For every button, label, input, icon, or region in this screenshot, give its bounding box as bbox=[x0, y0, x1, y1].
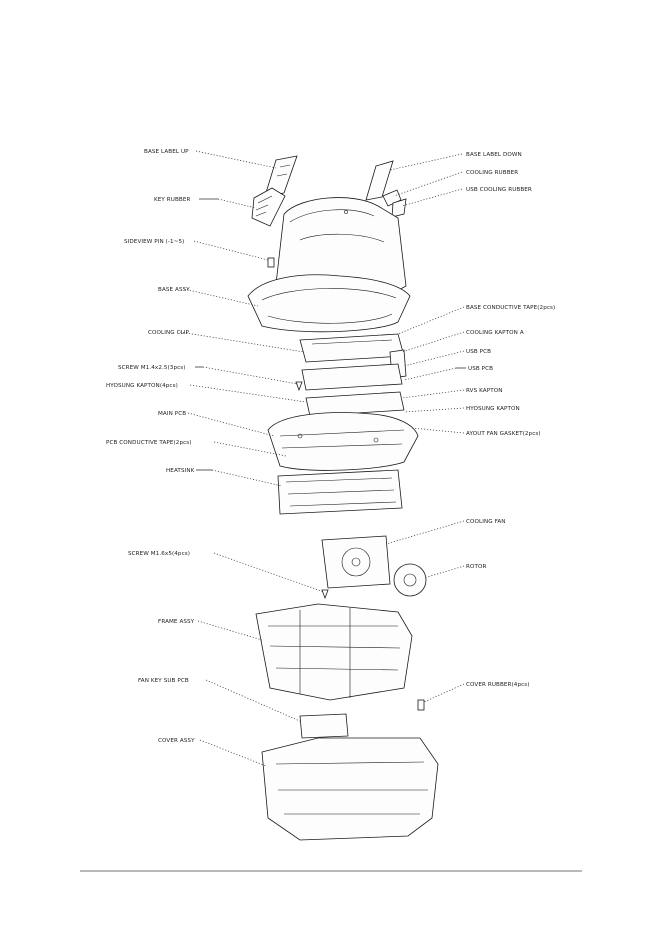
part-screw-m14 bbox=[295, 381, 303, 392]
label-base-conductive-tape: BASE CONDUCTIVE TAPE(2pcs) bbox=[466, 305, 555, 311]
label-cooling-fan: COOLING FAN bbox=[466, 519, 506, 525]
label-usb-cooling-rubber: USB COOLING RUBBER bbox=[466, 187, 532, 193]
label-sideview-pin: SIDEVIEW PIN (-1~5) bbox=[124, 239, 184, 245]
label-screw-m14: SCREW M1.4x2.5(3pcs) bbox=[118, 365, 186, 371]
label-pcb-conductive-tape: PCB CONDUCTIVE TAPE(2pcs) bbox=[106, 440, 192, 446]
part-heatsink bbox=[277, 469, 403, 515]
label-cooling-clip: COOLING CLIP bbox=[148, 330, 190, 336]
label-base-assy: BASE ASSY bbox=[158, 287, 190, 293]
part-base-label-down bbox=[365, 160, 394, 201]
label-frame-assy: FRAME ASSY bbox=[158, 619, 195, 625]
part-main-pcb bbox=[267, 412, 419, 471]
label-hyosung-kapton-left: HYOSUNG KAPTON(4pcs) bbox=[106, 383, 178, 389]
label-rvs-kapton: RVS KAPTON bbox=[466, 388, 503, 394]
label-cover-rubber: COVER RUBBER(4pcs) bbox=[466, 682, 530, 688]
label-ayout-fan-gasket: AYOUT FAN GASKET(2pcs) bbox=[466, 431, 541, 437]
label-cooling-rubber: COOLING RUBBER bbox=[466, 170, 518, 176]
part-cooling-fan bbox=[321, 535, 391, 589]
label-heatsink: HEATSINK bbox=[166, 468, 195, 474]
label-usb-pcb-1: USB PCB bbox=[466, 349, 491, 355]
label-rotor: ROTOR bbox=[466, 564, 487, 570]
label-usb-pcb-2: USB PCB bbox=[468, 366, 493, 372]
label-main-pcb: MAIN PCB bbox=[158, 411, 186, 417]
label-hyosung-kapton-right: HYOSUNG KAPTON bbox=[466, 406, 520, 412]
part-base-label-up bbox=[264, 155, 298, 197]
part-base-assy bbox=[247, 274, 411, 333]
part-cover-assy bbox=[261, 737, 439, 841]
part-rotor bbox=[393, 563, 427, 597]
part-key-rubber bbox=[251, 187, 286, 227]
part-cooling-clip bbox=[299, 333, 405, 363]
label-cooling-kapton-a: COOLING KAPTON A bbox=[466, 330, 524, 336]
label-cover-assy: COVER ASSY bbox=[158, 738, 195, 744]
part-usb-cooling-rubber bbox=[391, 198, 407, 218]
label-screw-m16: SCREW M1.6x5(4pcs) bbox=[128, 551, 190, 557]
part-fan-key-sub-pcb bbox=[299, 713, 349, 739]
part-cover-rubber bbox=[417, 699, 425, 711]
part-kapton-layers bbox=[301, 363, 405, 417]
part-frame-assy bbox=[255, 603, 413, 701]
label-base-label-down: BASE LABEL DOWN bbox=[466, 152, 522, 158]
label-fan-key-sub-pcb: FAN KEY SUB PCB bbox=[138, 678, 189, 684]
label-key-rubber: KEY RUBBER bbox=[154, 197, 190, 203]
part-sideview-pin bbox=[267, 257, 275, 268]
part-screw-m16 bbox=[321, 589, 329, 600]
label-base-label-up: BASE LABEL UP bbox=[144, 149, 189, 155]
